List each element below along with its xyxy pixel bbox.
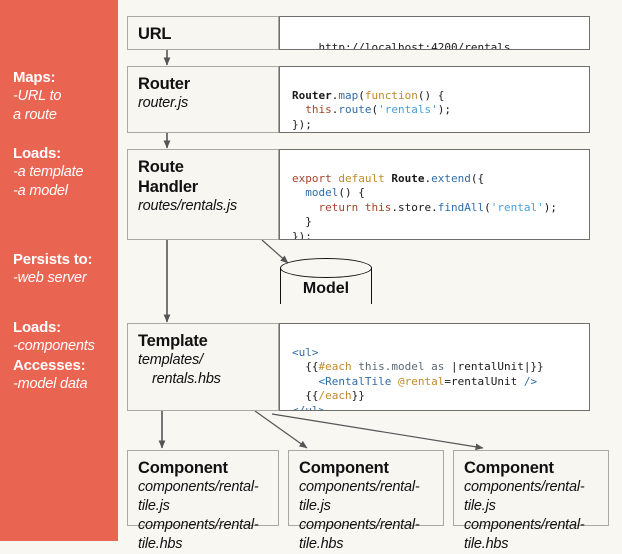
route-handler-label-box: Route Handler routes/rentals.js [127,149,279,240]
router-file: router.js [138,95,189,111]
component-file-js: components/rental-tile.js [299,479,420,514]
url-label: URL [138,25,172,43]
note-heading: Maps: [13,69,56,86]
note-heading: Persists to: [13,251,93,268]
template-file-line2: rentals.hbs [152,371,221,387]
note-heading: Loads: [13,319,61,336]
note-line: -URL to [13,88,62,104]
component-box-3: Component components/rental-tile.js comp… [453,450,609,552]
component-label: Component [464,459,554,477]
template-code-box: <ul> {{#each this.model as |rentalUnit|}… [279,323,590,411]
note-heading: Accesses: [13,357,86,374]
component-file-hbs: components/rental-tile.hbs [299,517,420,552]
url-value-text: http://localhost:4200/rentals [318,40,511,50]
note-line: -a template [13,164,84,180]
note-line: -components [13,338,95,354]
template-file-line1: templates/ [138,352,203,368]
annotations-sidebar: Maps: -URL to a route Loads: -a template… [0,0,118,541]
component-box-2: Component components/rental-tile.js comp… [288,450,444,552]
note-line: -web server [13,270,87,286]
note-line: -a model [13,183,68,199]
template-label: Template [138,332,208,350]
sidebar-note-loads-template: Loads: -a template -a model [13,144,118,201]
router-label: Router [138,75,190,93]
component-file-js: components/rental-tile.js [138,479,259,514]
url-value-box: http://localhost:4200/rentals [279,16,590,50]
router-code-box: Router.map(function() { this.route('rent… [279,66,590,133]
router-label-box: Router router.js [127,66,279,133]
note-heading: Loads: [13,145,61,162]
sidebar-note-persists: Persists to: -web server [13,250,118,288]
url-label-box: URL [127,16,279,50]
route-handler-file: routes/rentals.js [138,198,237,214]
template-label-box: Template templates/ rentals.hbs [127,323,279,411]
diagram-canvas: Maps: -URL to a route Loads: -a template… [0,0,609,552]
sidebar-note-loads-components: Loads: -components Accesses: -model data [13,318,118,394]
note-line: -model data [13,376,88,392]
component-box-1: Component components/rental-tile.js comp… [127,450,279,552]
model-label: Model [302,280,350,297]
component-file-hbs: components/rental-tile.hbs [464,517,585,552]
component-file-js: components/rental-tile.js [464,479,585,514]
component-label: Component [138,459,228,477]
note-line: a route [13,107,57,123]
model-datastore: Model [280,258,372,306]
route-handler-code-box: export default Route.extend({ model() { … [279,149,590,240]
route-handler-label-line2: Handler [138,178,199,196]
route-handler-label-line1: Route [138,158,184,176]
component-file-hbs: components/rental-tile.hbs [138,517,259,552]
cylinder-cap [280,258,372,278]
component-label: Component [299,459,389,477]
sidebar-note-maps: Maps: -URL to a route [13,68,118,125]
